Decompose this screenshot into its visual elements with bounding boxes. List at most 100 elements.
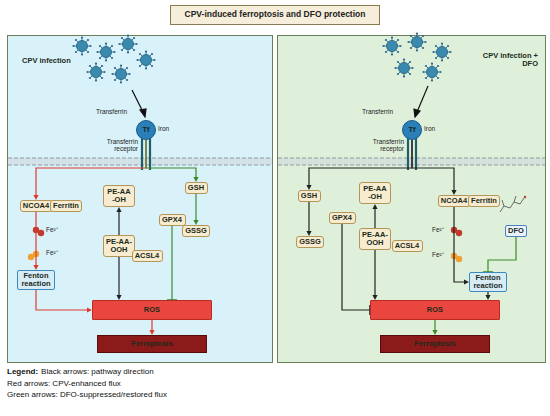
connector-line xyxy=(171,226,172,300)
node-text: PE-AA -OH xyxy=(362,185,388,202)
molecule-box: ACSL4 xyxy=(132,250,163,262)
transferrin-receptor xyxy=(142,138,416,170)
transferrin-circle: Tf xyxy=(402,120,422,140)
node-text: PE-AA-OOH xyxy=(362,231,388,248)
virus-spike-tip xyxy=(87,51,89,53)
virus-capsid xyxy=(101,47,112,58)
connector-line xyxy=(374,207,375,228)
virus-spike-tip xyxy=(449,51,451,53)
outcome-box: Ferroptosis xyxy=(97,335,207,353)
virus-spike-tip xyxy=(432,51,434,53)
virus-capsid xyxy=(427,67,438,78)
arrowhead xyxy=(372,204,377,209)
legend: Legend:Black arrows: pathway directionRe… xyxy=(7,366,167,401)
virus-spike-tip xyxy=(435,57,437,59)
virus-spike-tip xyxy=(397,73,399,75)
virus-spike-tip xyxy=(435,45,437,47)
connector xyxy=(454,207,469,285)
node-text: GSH xyxy=(301,192,317,200)
molecule-box: PE-AA -OH xyxy=(359,182,391,204)
virus-spike-tip xyxy=(431,62,433,64)
annotation-label: Transferrin xyxy=(96,108,127,115)
reaction-box: Fenton reaction xyxy=(17,270,55,290)
ros-box: ROS xyxy=(92,300,212,320)
virus-spike-tip xyxy=(397,61,399,63)
virus-spike-tip xyxy=(95,79,97,81)
node-text: GSH xyxy=(188,184,204,192)
virus-spike-tip xyxy=(391,53,393,55)
connector-line xyxy=(118,257,119,297)
molecule-box: GSSG xyxy=(182,225,210,237)
connector-line xyxy=(195,194,196,222)
node-text: GSSG xyxy=(185,227,207,235)
virus-spike-tip xyxy=(139,53,141,55)
virus-capsid xyxy=(116,69,127,80)
connector-line xyxy=(488,237,516,272)
virus-spike-tip xyxy=(128,73,130,75)
legend-heading: Legend: xyxy=(7,367,38,376)
virus-spike-tip xyxy=(81,36,83,38)
virus-spike-tip xyxy=(133,49,135,51)
connector xyxy=(372,250,377,300)
virus-spike-tip xyxy=(382,45,384,47)
molecule-box: GSH xyxy=(298,190,321,202)
virus-spike-tip xyxy=(422,71,424,73)
right-panel-ground xyxy=(278,36,546,363)
virus-spike-tip xyxy=(89,77,91,79)
virus-capsid xyxy=(123,39,134,50)
virus-spike-tip xyxy=(95,62,97,64)
virus-spike-tip xyxy=(410,35,412,37)
connector xyxy=(167,226,177,300)
molecule-box: ACSL4 xyxy=(392,240,423,252)
virus-spike-tip xyxy=(424,41,426,43)
virus-spike-tip xyxy=(113,51,115,53)
virus-spike-tip xyxy=(101,65,103,67)
virus-spike-tip xyxy=(447,45,449,47)
molecule-box: GPX4 xyxy=(159,214,186,226)
virus-spike-tip xyxy=(114,67,116,69)
virus-spike-tip xyxy=(409,61,411,63)
node-text: PE-AA-OOH xyxy=(106,238,132,255)
virus-capsid xyxy=(387,41,398,52)
virus-spike-tip xyxy=(99,45,101,47)
virus-spike-tip xyxy=(111,57,113,59)
legend-text: Black arrows: pathway direction xyxy=(41,367,154,376)
virus-spike-tip xyxy=(103,71,105,73)
virus-spike-tip xyxy=(439,71,441,73)
node-text: GPX4 xyxy=(332,214,352,222)
node-text: Tf xyxy=(142,126,149,134)
molecule-box: PE-AA -OH xyxy=(103,185,135,207)
connector-line xyxy=(308,202,309,233)
virus-spike-tip xyxy=(127,34,129,36)
dfo-molecule xyxy=(500,196,526,212)
molecule-box: Ferritin xyxy=(468,195,500,207)
virus-spike-tip xyxy=(422,35,424,37)
virus-spike-tip xyxy=(403,58,405,60)
virus-spike-tip xyxy=(136,59,138,61)
title-box: CPV-induced ferroptosis and DFO protecti… xyxy=(170,5,380,25)
virus-capsid xyxy=(412,37,423,48)
panel: CPV infection + DFOTfPE-AA -OHGSHGPX4GSS… xyxy=(278,36,545,362)
virus-spike-tip xyxy=(422,47,424,49)
virus-spike-tip xyxy=(145,50,147,52)
molecule-box: NCOA4 xyxy=(438,195,471,207)
virus-spike-tip xyxy=(87,39,89,41)
virus-spike-tip xyxy=(441,59,443,61)
node-text: ACSL4 xyxy=(395,242,420,250)
virus-spike-tip xyxy=(126,79,128,81)
connector xyxy=(146,140,199,182)
connector-line xyxy=(35,212,36,267)
virus-spike-tip xyxy=(135,43,137,45)
panel-heading: CPV infection xyxy=(22,57,92,65)
node-text: GSSG xyxy=(299,238,321,246)
virus-spike-tip xyxy=(416,32,418,34)
virus-spike-tip xyxy=(394,67,396,69)
virus-capsid xyxy=(91,67,102,78)
virus-spike-tip xyxy=(86,71,88,73)
virus-spike-tip xyxy=(89,65,91,67)
title-text: CPV-induced ferroptosis and DFO protecti… xyxy=(185,10,366,19)
connector xyxy=(116,207,121,235)
node-text: GPX4 xyxy=(162,216,182,224)
